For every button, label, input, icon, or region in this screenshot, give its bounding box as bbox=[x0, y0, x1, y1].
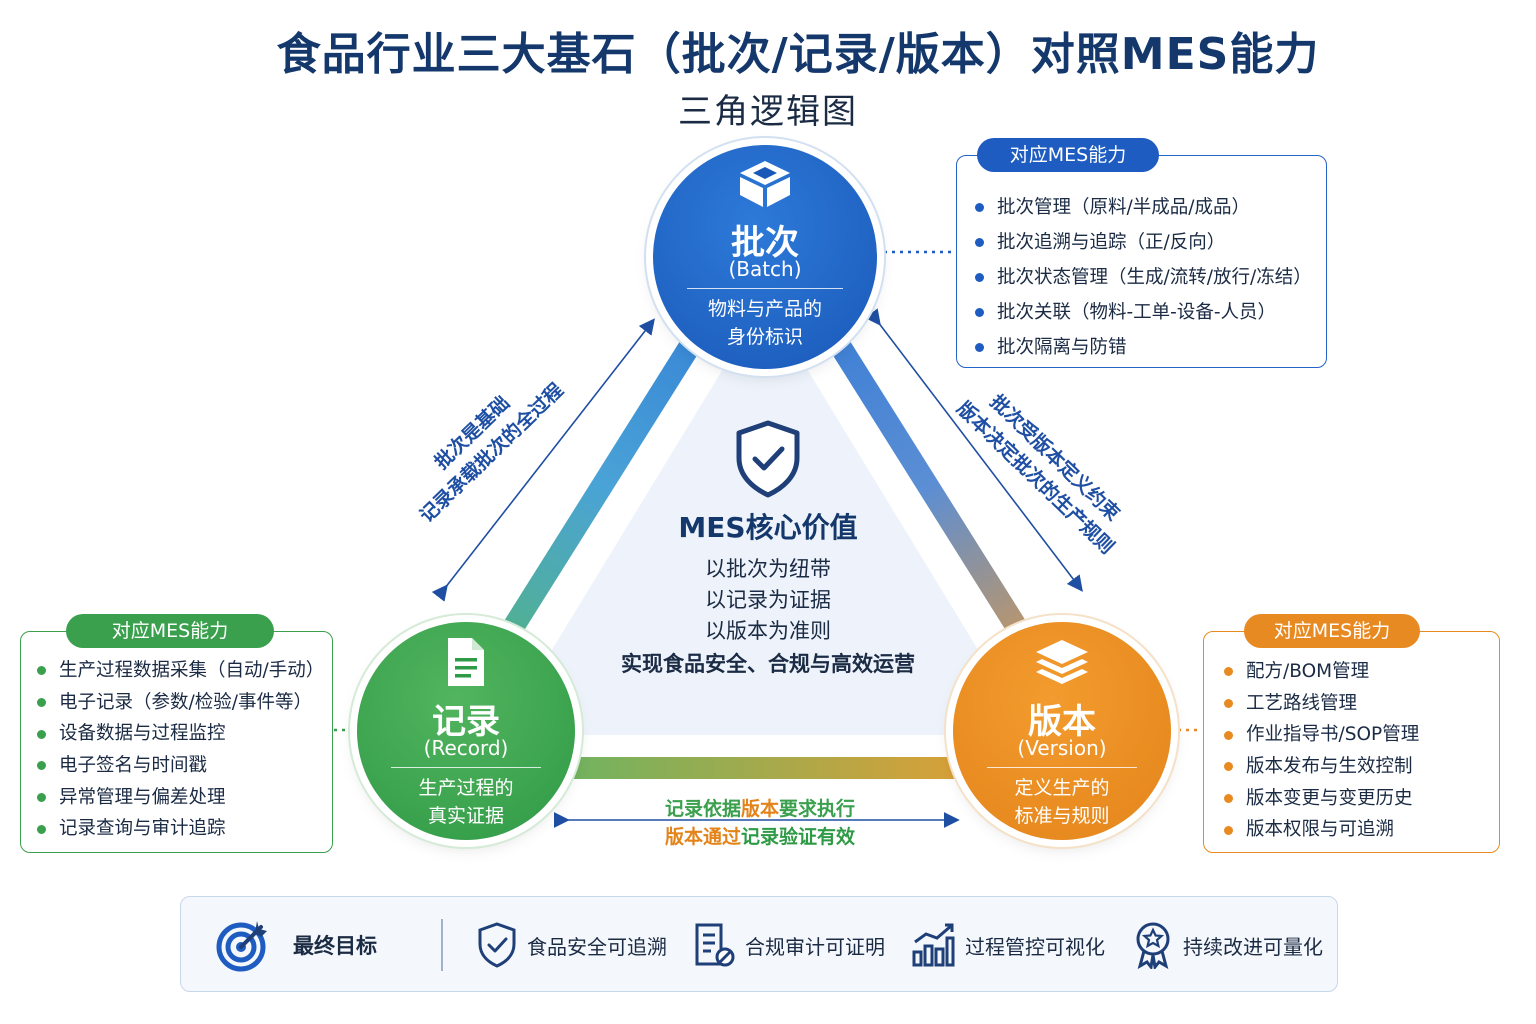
relation-bottom-line-1-keyword: 版本 bbox=[740, 798, 779, 820]
list-item: 作业指导书/SOP管理 bbox=[1224, 719, 1419, 751]
node-record-divider bbox=[391, 767, 541, 768]
capability-list-version: 配方/BOM管理 工艺路线管理 作业指导书/SOP管理 版本发布与生效控制 版本… bbox=[1224, 656, 1419, 846]
capability-list-batch: 批次管理（原料/半成品/成品） 批次追溯与追踪（正/反向） 批次状态管理（生成/… bbox=[975, 190, 1312, 365]
node-version-name: 版本 bbox=[1028, 702, 1096, 742]
relation-bottom-line-2: 版本通过记录验证有效 bbox=[560, 823, 960, 851]
list-item: 批次追溯与追踪（正/反向） bbox=[975, 225, 1312, 260]
goal-item: 过程管控可视化 bbox=[911, 897, 1105, 993]
capability-box-version: 对应MES能力 配方/BOM管理 工艺路线管理 作业指导书/SOP管理 版本发布… bbox=[1203, 614, 1500, 853]
goal-item: 合规审计可证明 bbox=[693, 897, 885, 993]
node-record: 记录 (Record) 生产过程的 真实证据 bbox=[357, 622, 575, 840]
node-version-desc-2: 标准与规则 bbox=[1014, 805, 1110, 827]
list-item: 版本变更与变更历史 bbox=[1224, 783, 1419, 815]
node-record-en: (Record) bbox=[423, 736, 509, 760]
goal-item: 食品安全可追溯 bbox=[477, 897, 667, 993]
relation-bottom-line-2-c: 验证有效 bbox=[779, 826, 856, 848]
list-item: 电子签名与时间戳 bbox=[37, 750, 324, 782]
target-icon bbox=[216, 921, 267, 972]
capability-tag-record: 对应MES能力 bbox=[66, 614, 274, 648]
capability-box-record: 对应MES能力 生产过程数据采集（自动/手动） 电子记录（参数/检验/事件等） … bbox=[20, 614, 333, 853]
shield-check-icon bbox=[733, 420, 803, 502]
core-line-1: 以批次为纽带 bbox=[705, 557, 831, 581]
node-batch-name: 批次 bbox=[731, 223, 799, 263]
node-batch: 批次 (Batch) 物料与产品的 身份标识 bbox=[653, 145, 877, 369]
list-item: 电子记录（参数/检验/事件等） bbox=[37, 687, 324, 719]
list-item: 配方/BOM管理 bbox=[1224, 656, 1419, 688]
goal-item-label: 过程管控可视化 bbox=[965, 934, 1105, 959]
page-title: 食品行业三大基石（批次/记录/版本）对照MES能力 bbox=[276, 29, 1320, 80]
capability-list-record: 生产过程数据采集（自动/手动） 电子记录（参数/检验/事件等） 设备数据与过程监… bbox=[37, 655, 324, 845]
goal-main-label: 最终目标 bbox=[293, 934, 377, 958]
capability-tag-version: 对应MES能力 bbox=[1244, 614, 1420, 648]
page-subtitle: 三角逻辑图 bbox=[678, 92, 858, 132]
goals-bar: 最终目标 食品安全可追溯 合规审计可证明 过程管控可视化 bbox=[180, 896, 1338, 992]
node-batch-en: (Batch) bbox=[728, 257, 802, 281]
node-version-en: (Version) bbox=[1017, 736, 1107, 760]
list-item: 设备数据与过程监控 bbox=[37, 718, 324, 750]
relation-bottom-line-2-a: 版本通过 bbox=[664, 826, 741, 848]
node-batch-desc-1: 物料与产品的 bbox=[707, 298, 822, 320]
capability-tag-batch: 对应MES能力 bbox=[977, 138, 1159, 172]
document-icon bbox=[357, 636, 575, 692]
list-item: 异常管理与偏差处理 bbox=[37, 782, 324, 814]
goal-main: 最终目标 bbox=[215, 897, 377, 993]
capability-box-batch: 对应MES能力 批次管理（原料/半成品/成品） 批次追溯与追踪（正/反向） 批次… bbox=[956, 138, 1327, 368]
relation-bottom-line-2-keyword: 记录 bbox=[740, 826, 779, 848]
list-item: 版本发布与生效控制 bbox=[1224, 751, 1419, 783]
core-line-3: 以版本为准则 bbox=[705, 619, 831, 643]
list-item: 记录查询与审计追踪 bbox=[37, 813, 324, 845]
node-record-desc-1: 生产过程的 bbox=[418, 777, 514, 799]
relation-bottom-line-1-c: 要求执行 bbox=[779, 798, 856, 820]
node-batch-divider bbox=[687, 288, 843, 289]
arrow-right bbox=[864, 308, 1083, 592]
list-item: 批次隔离与防错 bbox=[975, 330, 1312, 365]
goal-item-label: 食品安全可追溯 bbox=[527, 934, 667, 959]
layers-icon bbox=[953, 638, 1171, 692]
node-record-name: 记录 bbox=[432, 702, 500, 742]
list-item: 生产过程数据采集（自动/手动） bbox=[37, 655, 324, 687]
core-line-2: 以记录为证据 bbox=[705, 588, 831, 612]
core-value: MES核心价值 以批次为纽带 以记录为证据 以版本为准则 实现食品安全、合规与高… bbox=[570, 420, 966, 681]
node-record-desc-2: 真实证据 bbox=[427, 805, 504, 827]
node-version-desc-1: 定义生产的 bbox=[1014, 777, 1110, 799]
arrow-left bbox=[431, 318, 655, 602]
core-title: MES核心价值 bbox=[678, 511, 858, 544]
shield-check-icon bbox=[478, 922, 516, 968]
list-item: 批次管理（原料/半成品/成品） bbox=[975, 190, 1312, 225]
list-item: 批次状态管理（生成/流转/放行/冻结） bbox=[975, 260, 1312, 295]
goal-item-label: 合规审计可证明 bbox=[745, 934, 885, 959]
audit-document-icon bbox=[695, 923, 735, 967]
list-item: 版本权限与可追溯 bbox=[1224, 814, 1419, 846]
triangle-fill bbox=[500, 300, 1030, 735]
core-summary: 实现食品安全、合规与高效运营 bbox=[621, 652, 915, 676]
relation-bottom-line-1-a: 记录依据 bbox=[664, 798, 741, 820]
bar-chart-icon bbox=[912, 923, 955, 967]
relation-bottom-line-1: 记录依据版本要求执行 bbox=[560, 795, 960, 823]
node-version: 版本 (Version) 定义生产的 标准与规则 bbox=[953, 622, 1171, 840]
node-batch-desc-2: 身份标识 bbox=[726, 326, 803, 348]
goal-item-label: 持续改进可量化 bbox=[1183, 934, 1323, 959]
goal-item: 持续改进可量化 bbox=[1133, 897, 1323, 993]
list-item: 批次关联（物料-工单-设备-人员） bbox=[975, 295, 1312, 330]
goals-divider bbox=[441, 919, 443, 971]
list-item: 工艺路线管理 bbox=[1224, 688, 1419, 720]
award-badge-icon bbox=[1136, 922, 1170, 969]
node-version-divider bbox=[987, 767, 1137, 768]
cube-icon bbox=[653, 159, 877, 213]
relation-bottom: 记录依据版本要求执行 版本通过记录验证有效 bbox=[560, 795, 960, 851]
